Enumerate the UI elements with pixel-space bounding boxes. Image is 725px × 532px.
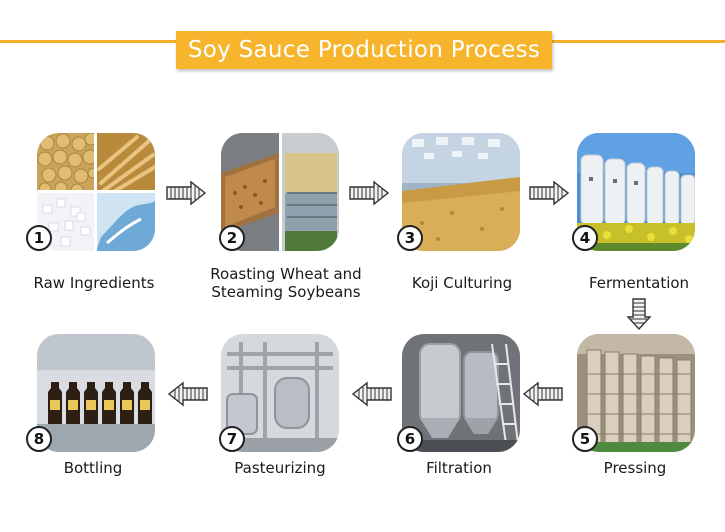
arrow-left-icon — [351, 381, 392, 407]
step-1-number: 1 — [26, 225, 52, 251]
step-4-number: 4 — [572, 225, 598, 251]
step-8-label: Bottling — [63, 459, 123, 477]
arrow-down-icon — [626, 298, 652, 331]
step-3-label: Koji Culturing — [411, 274, 513, 292]
step-3-image — [402, 133, 520, 251]
step-3-number: 3 — [397, 225, 423, 251]
step-2-label-line-2: Steaming Soybeans — [211, 283, 361, 301]
step-5-number: 5 — [572, 426, 598, 452]
step-7-label: Pasteurizing — [234, 459, 326, 477]
page-title: Soy Sauce Production Process — [176, 31, 552, 69]
step-7-number: 7 — [219, 426, 245, 452]
arrow-right-icon — [349, 180, 390, 206]
step-2-number: 2 — [219, 225, 245, 251]
step-4-label: Fermentation — [588, 274, 690, 292]
koji-culturing-illustration — [402, 133, 520, 251]
step-6-label: Filtration — [426, 459, 492, 477]
step-5-label: Pressing — [603, 459, 667, 477]
step-2-label: Roasting Wheat and Steaming Soybeans — [186, 265, 386, 301]
step-1-label: Raw Ingredients — [33, 274, 155, 292]
step-2-label-line-1: Roasting Wheat and — [210, 265, 362, 283]
step-8-number: 8 — [26, 426, 52, 452]
header-rule-left — [0, 40, 180, 43]
arrow-right-icon — [529, 180, 570, 206]
arrow-left-icon — [167, 381, 208, 407]
step-6-number: 6 — [397, 426, 423, 452]
raw-ingredients-illustration — [37, 133, 155, 251]
step-1-image — [37, 133, 155, 251]
arrow-right-icon — [166, 180, 207, 206]
arrow-left-icon — [522, 381, 563, 407]
header-rule-right — [546, 40, 725, 43]
step-8-image — [37, 334, 155, 452]
bottling-line-illustration — [37, 334, 155, 452]
